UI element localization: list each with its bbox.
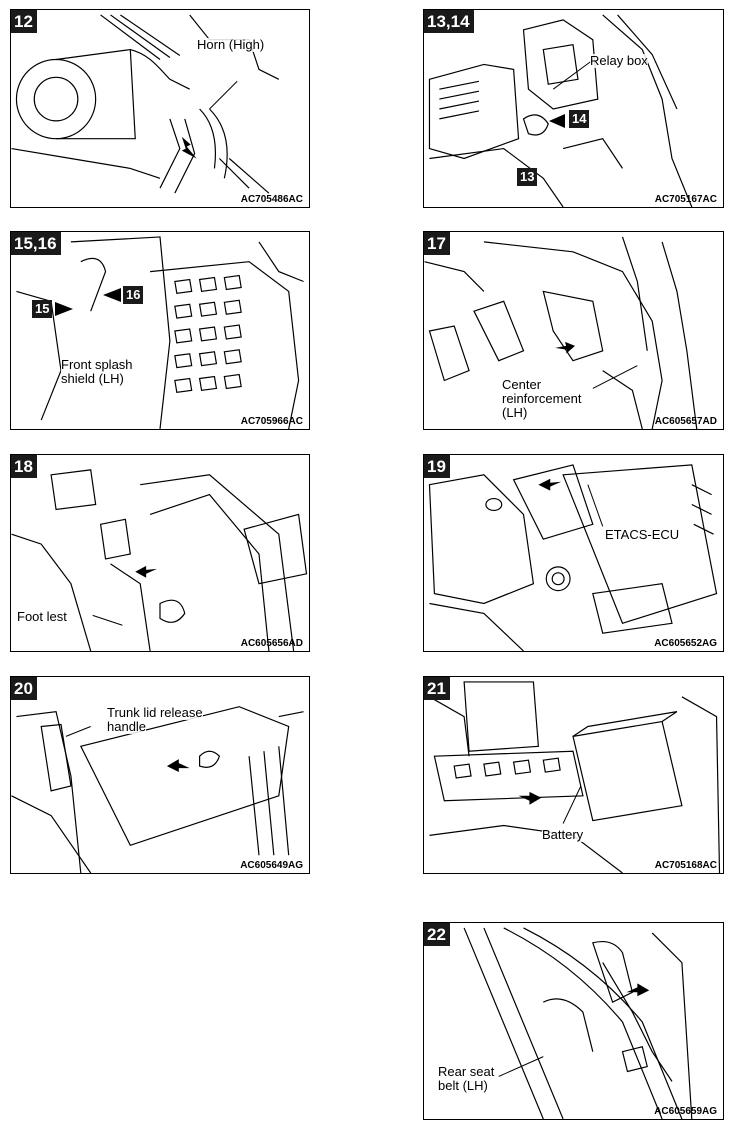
arrow-icon xyxy=(549,114,565,128)
illustration-rear-seat-belt xyxy=(463,927,693,1119)
figure-panel-13-14: 13,14 Relay box 14 13 AC705167AC xyxy=(423,9,724,208)
label-etacs-ecu: ETACS-ECU xyxy=(605,527,680,542)
label-seat-belt-line1: Rear seat xyxy=(438,1064,495,1079)
callout-15: 15 xyxy=(32,300,53,318)
figure-panel-17: 17 Center reinforcement (LH) AC605657AD xyxy=(423,231,724,430)
figure-code: AC605656AD xyxy=(240,638,303,649)
illustration-splash-shield xyxy=(16,236,304,429)
illustration-center-reinforcement xyxy=(424,236,698,429)
callout-16: 16 xyxy=(123,286,144,304)
figure-code: AC705486AC xyxy=(240,194,303,205)
label-horn-high: Horn (High) xyxy=(197,37,265,52)
figure-panel-21: 21 Battery AC705168AC xyxy=(423,676,724,874)
figure-code: AC605649AG xyxy=(240,860,303,871)
label-trunk-line2: handle xyxy=(107,719,147,734)
label-battery: Battery xyxy=(542,827,584,842)
illustration-trunk-lid-handle xyxy=(11,706,304,873)
label-relay-box: Relay box xyxy=(590,53,648,68)
step-number: 15,16 xyxy=(11,232,61,255)
figure-panel-19: 19 ETACS-ECU AC605652AG xyxy=(423,454,724,652)
figure-panel-12: 12 Horn (High) AC705486AC xyxy=(10,9,310,208)
figure-code: AC605659AG xyxy=(654,1106,717,1117)
step-number: 22 xyxy=(424,923,450,946)
arrow-icon xyxy=(103,288,121,302)
figure-code: AC605652AG xyxy=(654,638,717,649)
illustration-etacs-ecu xyxy=(428,464,718,651)
label-seat-belt-line2: belt (LH) xyxy=(438,1078,488,1093)
illustration-horn xyxy=(11,14,280,194)
step-number: 13,14 xyxy=(424,10,474,33)
figure-panel-20: 20 Trunk lid release handle AC605649AG xyxy=(10,676,310,874)
callout-13: 13 xyxy=(517,168,538,186)
label-front-splash-line2: shield (LH) xyxy=(61,371,124,386)
figure-code: AC605657AD xyxy=(654,416,717,427)
illustration-battery xyxy=(429,681,721,873)
illustration-foot-rest xyxy=(11,469,308,651)
step-number: 17 xyxy=(424,232,450,255)
label-trunk-line1: Trunk lid release xyxy=(107,705,203,720)
step-number: 21 xyxy=(424,677,450,700)
step-number: 20 xyxy=(11,677,37,700)
label-center-line2: reinforcement xyxy=(502,391,582,406)
arrow-icon xyxy=(55,302,73,316)
figure-panel-15-16: 15,16 16 15 Front splash shield (LH) AC7… xyxy=(10,231,310,430)
step-number: 18 xyxy=(11,455,37,478)
figure-panel-22: 22 Rear seat belt (LH) AC605659AG xyxy=(423,922,724,1120)
illustration-relay-box xyxy=(428,14,693,207)
label-center-line3: (LH) xyxy=(502,405,528,420)
figure-code: AC705167AC xyxy=(654,194,717,205)
figure-code: AC705966AC xyxy=(240,416,303,427)
figure-panel-18: 18 Foot lest AC605656AD xyxy=(10,454,310,652)
label-front-splash-line1: Front splash xyxy=(61,357,133,372)
figure-code: AC705168AC xyxy=(654,860,717,871)
label-foot-rest: Foot lest xyxy=(17,609,67,624)
step-number: 12 xyxy=(11,10,37,33)
label-center-line1: Center xyxy=(502,377,542,392)
step-number: 19 xyxy=(424,455,450,478)
callout-14: 14 xyxy=(569,110,590,128)
